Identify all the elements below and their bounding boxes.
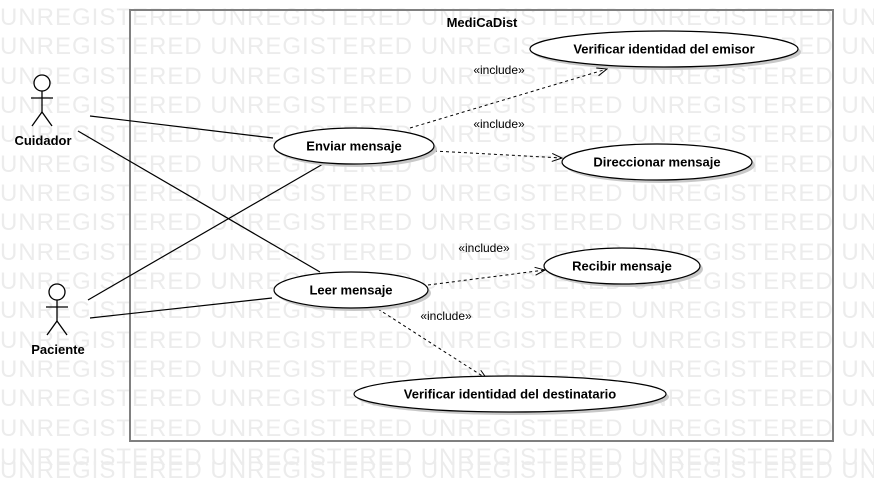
use-case-label: Verificar identidad del emisor (573, 42, 754, 57)
use-case-ellipse (529, 30, 799, 68)
use-case-label: Recibir mensaje (572, 259, 672, 274)
include-enviar-verificar-emisor (409, 69, 607, 129)
include-label: «include» (473, 63, 525, 77)
actor-label: Paciente (31, 342, 84, 357)
actor-paciente[interactable]: Paciente (31, 283, 85, 357)
stick-figure-icon (46, 283, 68, 336)
use-case-ellipse (273, 271, 429, 309)
use-case-label: Verificar identidad del destinatario (404, 387, 616, 402)
use-case-enviar[interactable]: Enviar mensaje (273, 127, 437, 167)
use-case-leer[interactable]: Leer mensaje (273, 271, 431, 311)
associations (77, 115, 324, 319)
include-relations: «include» «include» «include» «include» (377, 63, 607, 379)
association-cuidador-leer (77, 130, 321, 273)
stick-figure-icon (31, 74, 53, 127)
use-case-direccionar[interactable]: Direccionar mensaje (561, 143, 755, 183)
use-case-label: Leer mensaje (309, 283, 392, 298)
include-label: «include» (473, 117, 525, 131)
actor-cuidador[interactable]: Cuidador (14, 74, 72, 148)
use-case-label: Direccionar mensaje (593, 155, 720, 170)
include-label: «include» (420, 309, 472, 323)
use-case-verificar-emisor[interactable]: Verificar identidad del emisor (529, 30, 801, 70)
association-paciente-enviar (87, 163, 324, 301)
use-case-label: Enviar mensaje (306, 139, 401, 154)
system-boundary (129, 9, 834, 442)
include-label: «include» (458, 241, 510, 255)
system-name: MediCaDist (447, 15, 518, 30)
use-case-verificar-destinatario[interactable]: Verificar identidad del destinatario (353, 375, 669, 415)
actor-label: Cuidador (14, 133, 71, 148)
include-enviar-direccionar (433, 150, 562, 158)
include-leer-recibir (427, 270, 545, 286)
use-case-recibir[interactable]: Recibir mensaje (543, 247, 703, 287)
association-paciente-leer (89, 297, 273, 319)
use-case-ellipse (353, 375, 667, 413)
use-case-ellipse (561, 143, 753, 181)
use-case-ellipse (273, 127, 435, 165)
association-cuidador-enviar (89, 115, 274, 139)
use-case-ellipse (543, 247, 701, 285)
